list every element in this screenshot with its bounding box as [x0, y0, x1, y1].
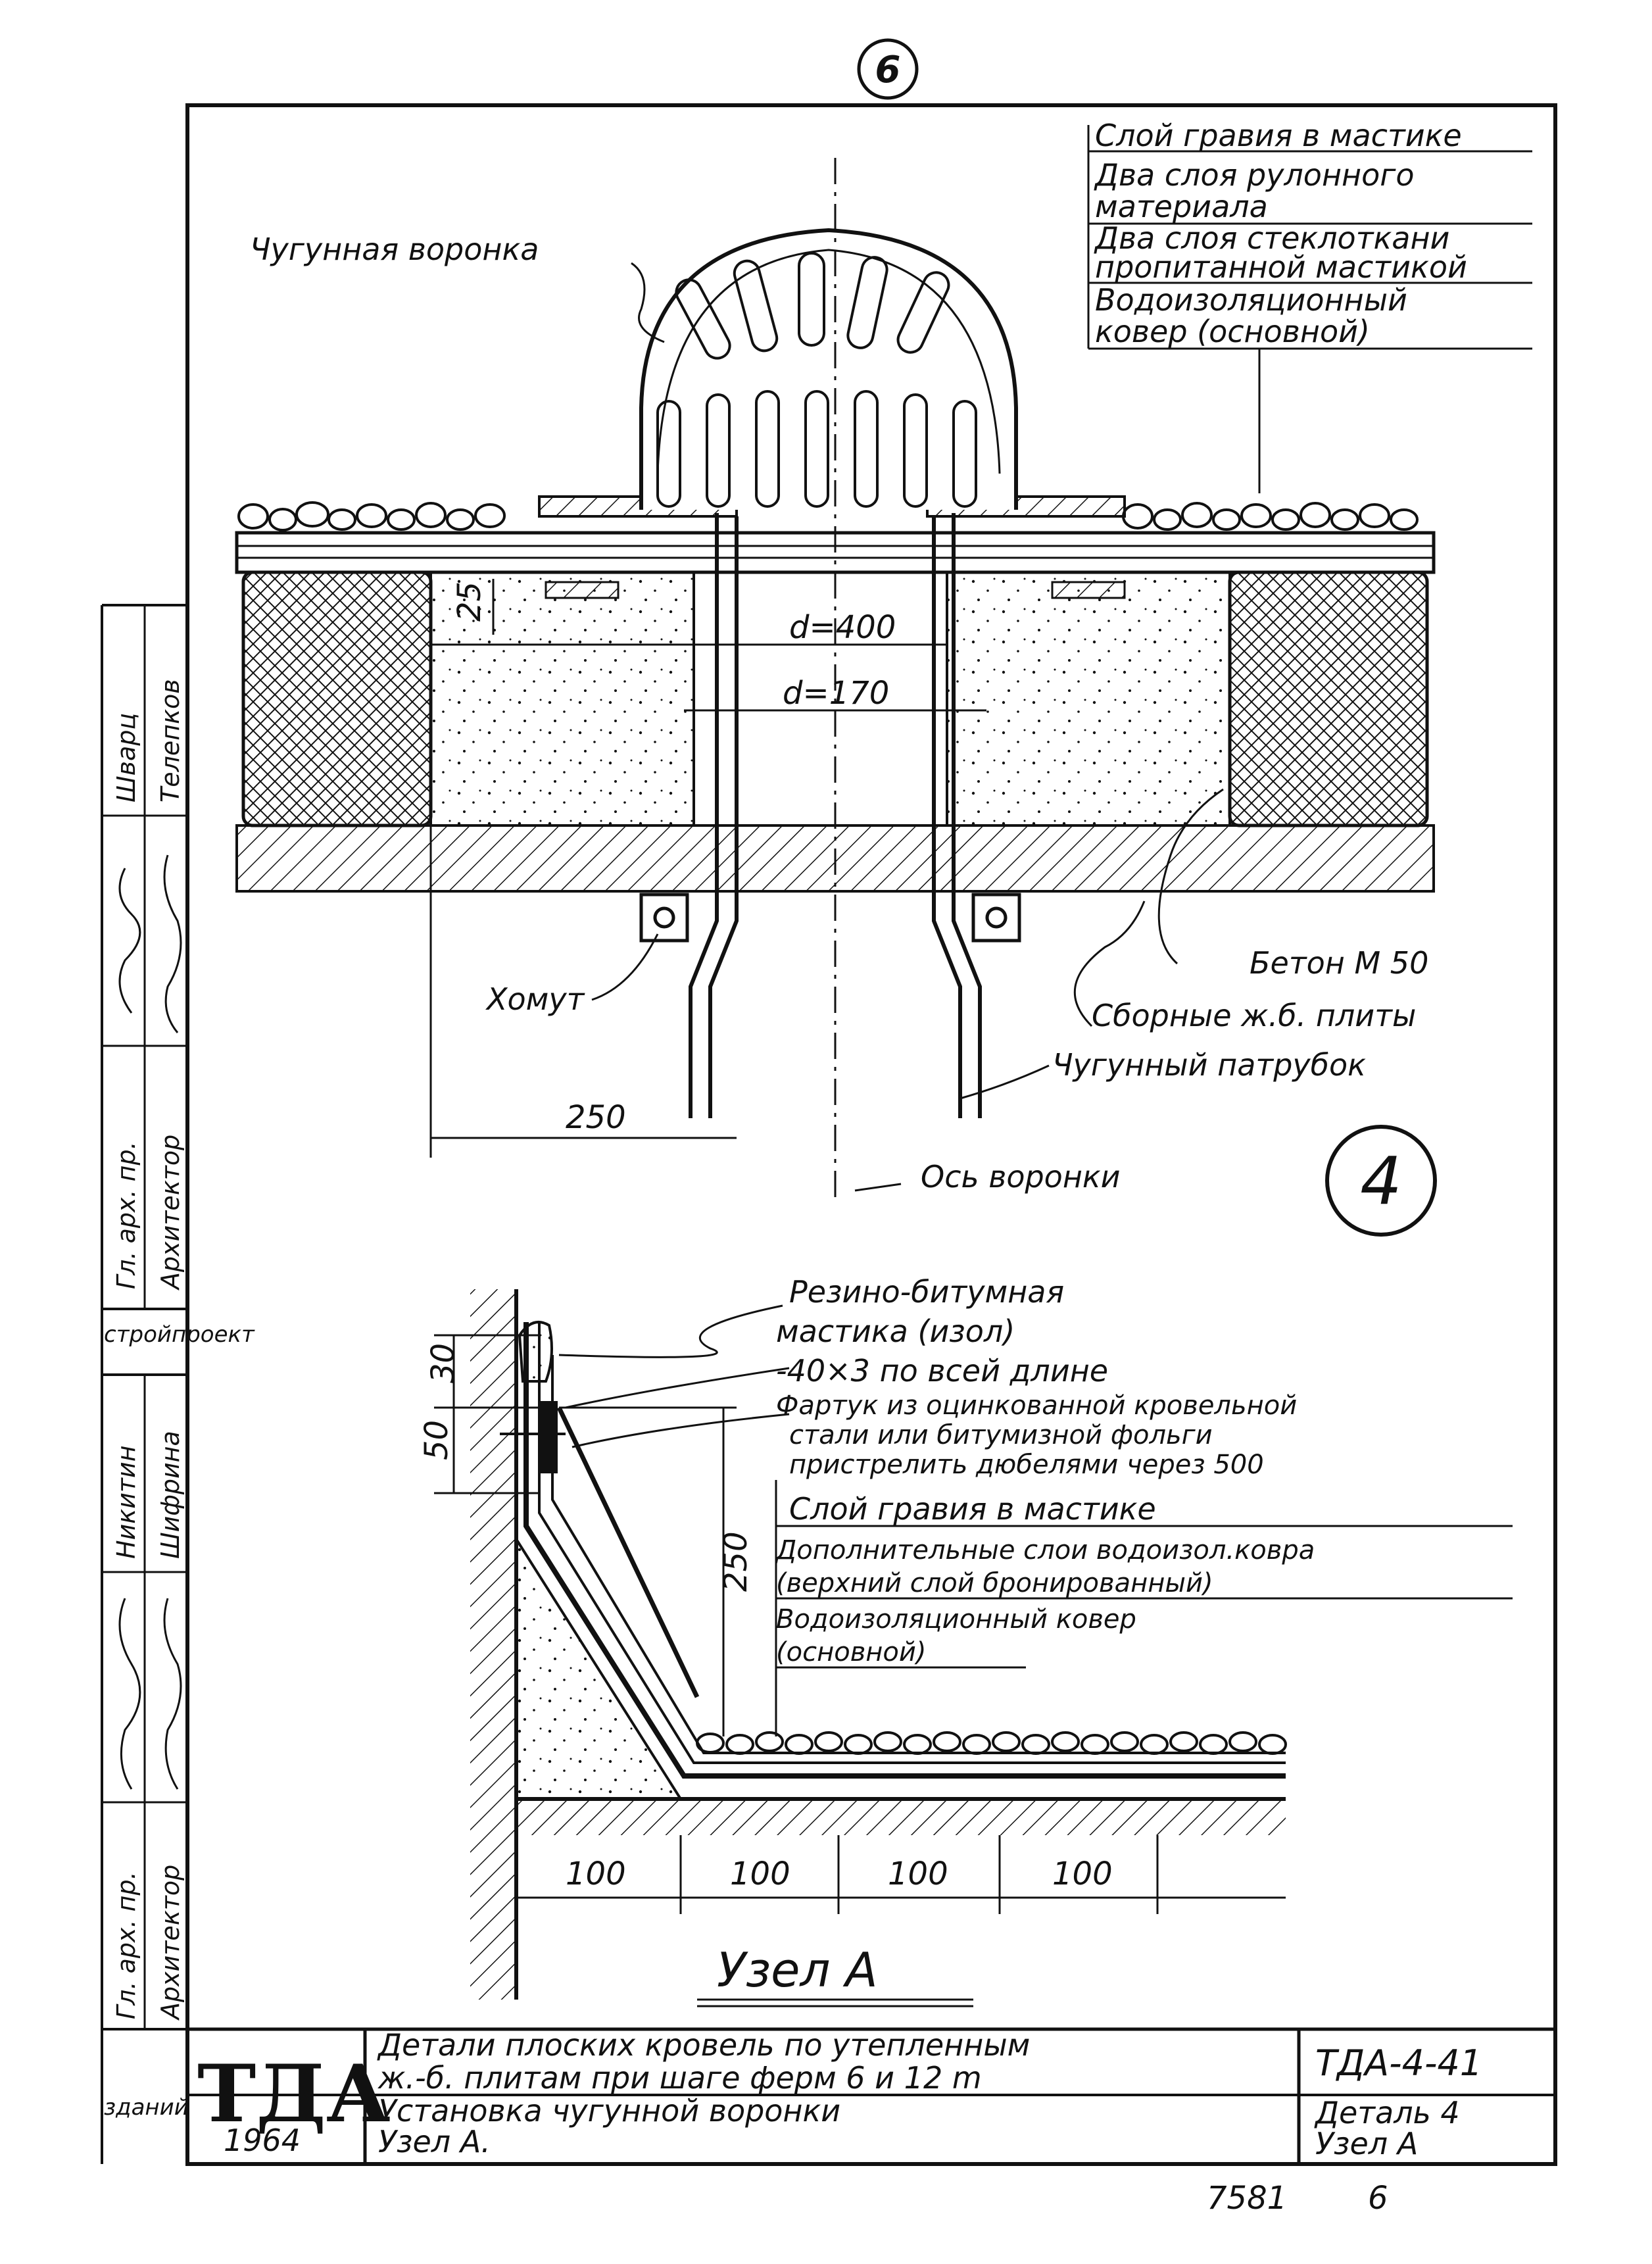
node-legend-3: (верхний слой бронированный) — [776, 1568, 1213, 1598]
dim-100-4: 100 — [1052, 1856, 1113, 1892]
dim-100-2: 100 — [730, 1856, 790, 1892]
dim-100-3: 100 — [888, 1856, 948, 1892]
sheet-number-marker: 6 — [857, 38, 919, 100]
stamp-name-3: Никитин — [112, 1445, 141, 1559]
dim-25: 25 — [451, 581, 488, 622]
note-line-3: -40×3 по всей длине — [776, 1353, 1108, 1389]
stamp-role-2: Архитектор — [156, 1135, 185, 1291]
label-clamp: Хомут — [485, 981, 585, 1017]
note-line-2: мастика (изол) — [776, 1314, 1015, 1349]
title-block: ТДА 1964 Детали плоских кровель по утепл… — [187, 2027, 1555, 2164]
funnel-legend: Слой гравия в мастике Два слоя рулонного… — [1087, 118, 1532, 493]
funnel-labels — [591, 262, 1224, 1192]
node-legend-5: (основной) — [776, 1637, 927, 1667]
note-line-1: Резино-битумная — [789, 1274, 1064, 1310]
stamp-org-2: зданий — [104, 2094, 189, 2121]
legend-line-5: пропитанной мастикой — [1095, 249, 1467, 285]
legend-line-2: Два слоя рулонного — [1094, 157, 1415, 193]
dim-node-250: 250 — [717, 1531, 754, 1592]
title-line-2: ж.-б. плитам при шаге ферм 6 и 12 m — [377, 2060, 982, 2096]
gravel-layer — [237, 501, 1419, 531]
label-funnel: Чугунная воронка — [250, 232, 539, 267]
label-pipe: Чугунный патрубок — [1052, 1047, 1366, 1083]
dim-d400: d=400 — [789, 609, 896, 646]
detail-number-marker: 4 — [1325, 1125, 1437, 1237]
node-title: Узел А — [717, 1942, 878, 1998]
side-stamp: Шварц Телепков Гл. арх. пр. Архитектор с… — [101, 604, 255, 2164]
subtitle-line-2: Узел А. — [378, 2124, 491, 2159]
funnel-dome — [639, 228, 1018, 510]
stamp-name-4: Шифрина — [156, 1431, 185, 1559]
title-logo: ТДА — [197, 2048, 391, 2140]
dim-100-1: 100 — [566, 1856, 626, 1892]
concrete-left — [429, 571, 695, 827]
subtitle-line-1: Установка чугунной воронки — [378, 2093, 840, 2129]
stamp-name-2: Телепков — [156, 679, 185, 802]
concrete-right — [946, 571, 1231, 827]
legend-line-6: Водоизоляционный — [1095, 282, 1407, 318]
node-legend-1: Слой гравия в мастике — [789, 1491, 1156, 1527]
insulation-right — [1228, 570, 1429, 827]
dim-d170: d=170 — [783, 675, 889, 712]
note-line-5: стали или битумизной фольги — [789, 1420, 1213, 1450]
legend-line-3: материала — [1095, 189, 1268, 224]
stamp-role-4: Архитектор — [156, 1865, 185, 2021]
title-line-1: Детали плоских кровель по утепленным — [377, 2027, 1030, 2063]
node-a-section: 30 50 250 100 100 100 100 — [418, 1289, 1287, 2000]
stamp-role-3: Гл. арх. пр. — [112, 1871, 141, 2019]
svg-text:6: 6 — [875, 49, 901, 91]
note-line-4: Фартук из оцинкованной кровельной — [776, 1390, 1297, 1421]
svg-text:4: 4 — [1360, 1143, 1402, 1219]
label-axis: Ось воронки — [921, 1159, 1121, 1194]
node-legend: Слой гравия в мастике Дополнительные сло… — [775, 1491, 1513, 1669]
dim-30: 30 — [425, 1343, 462, 1383]
title-ref-1: Деталь 4 — [1314, 2095, 1460, 2130]
clamps — [639, 893, 1021, 943]
footer-page: 6 — [1368, 2180, 1388, 2217]
label-concrete: Бетон М 50 — [1250, 945, 1428, 981]
dim-50: 50 — [418, 1420, 455, 1460]
dim-250: 250 — [566, 1099, 626, 1136]
stamp-name-1: Шварц — [112, 713, 141, 802]
footer-archive: 7581 — [1207, 2180, 1287, 2217]
stamp-org: стройпроект — [104, 1321, 255, 1348]
title-year: 1964 — [224, 2123, 301, 2158]
node-legend-4: Водоизоляционный ковер — [776, 1604, 1136, 1635]
insulation-left — [241, 570, 433, 827]
funnel-section: d=400 d=170 25 250 — [235, 158, 1436, 1204]
dimension-lines — [429, 579, 986, 1158]
label-slabs: Сборные ж.б. плиты — [1092, 998, 1416, 1033]
node-notes: Резино-битумная мастика (изол) -40×3 по … — [558, 1274, 1297, 1480]
title-code: ТДА-4-41 — [1315, 2042, 1482, 2084]
title-ref-2: Узел А — [1315, 2126, 1418, 2161]
note-line-6: пристрелить дюбелями через 500 — [789, 1450, 1264, 1480]
legend-line-1: Слой гравия в мастике — [1095, 118, 1462, 153]
stamp-role-1: Гл. арх. пр. — [112, 1141, 141, 1289]
legend-line-4: Два слоя стеклоткани — [1094, 220, 1449, 256]
sheet-frame — [185, 103, 1557, 2166]
stamp-signatures — [118, 854, 182, 1790]
legend-line-7: ковер (основной) — [1095, 314, 1370, 349]
node-legend-2: Дополнительные слои водоизол.ковра — [775, 1535, 1315, 1565]
